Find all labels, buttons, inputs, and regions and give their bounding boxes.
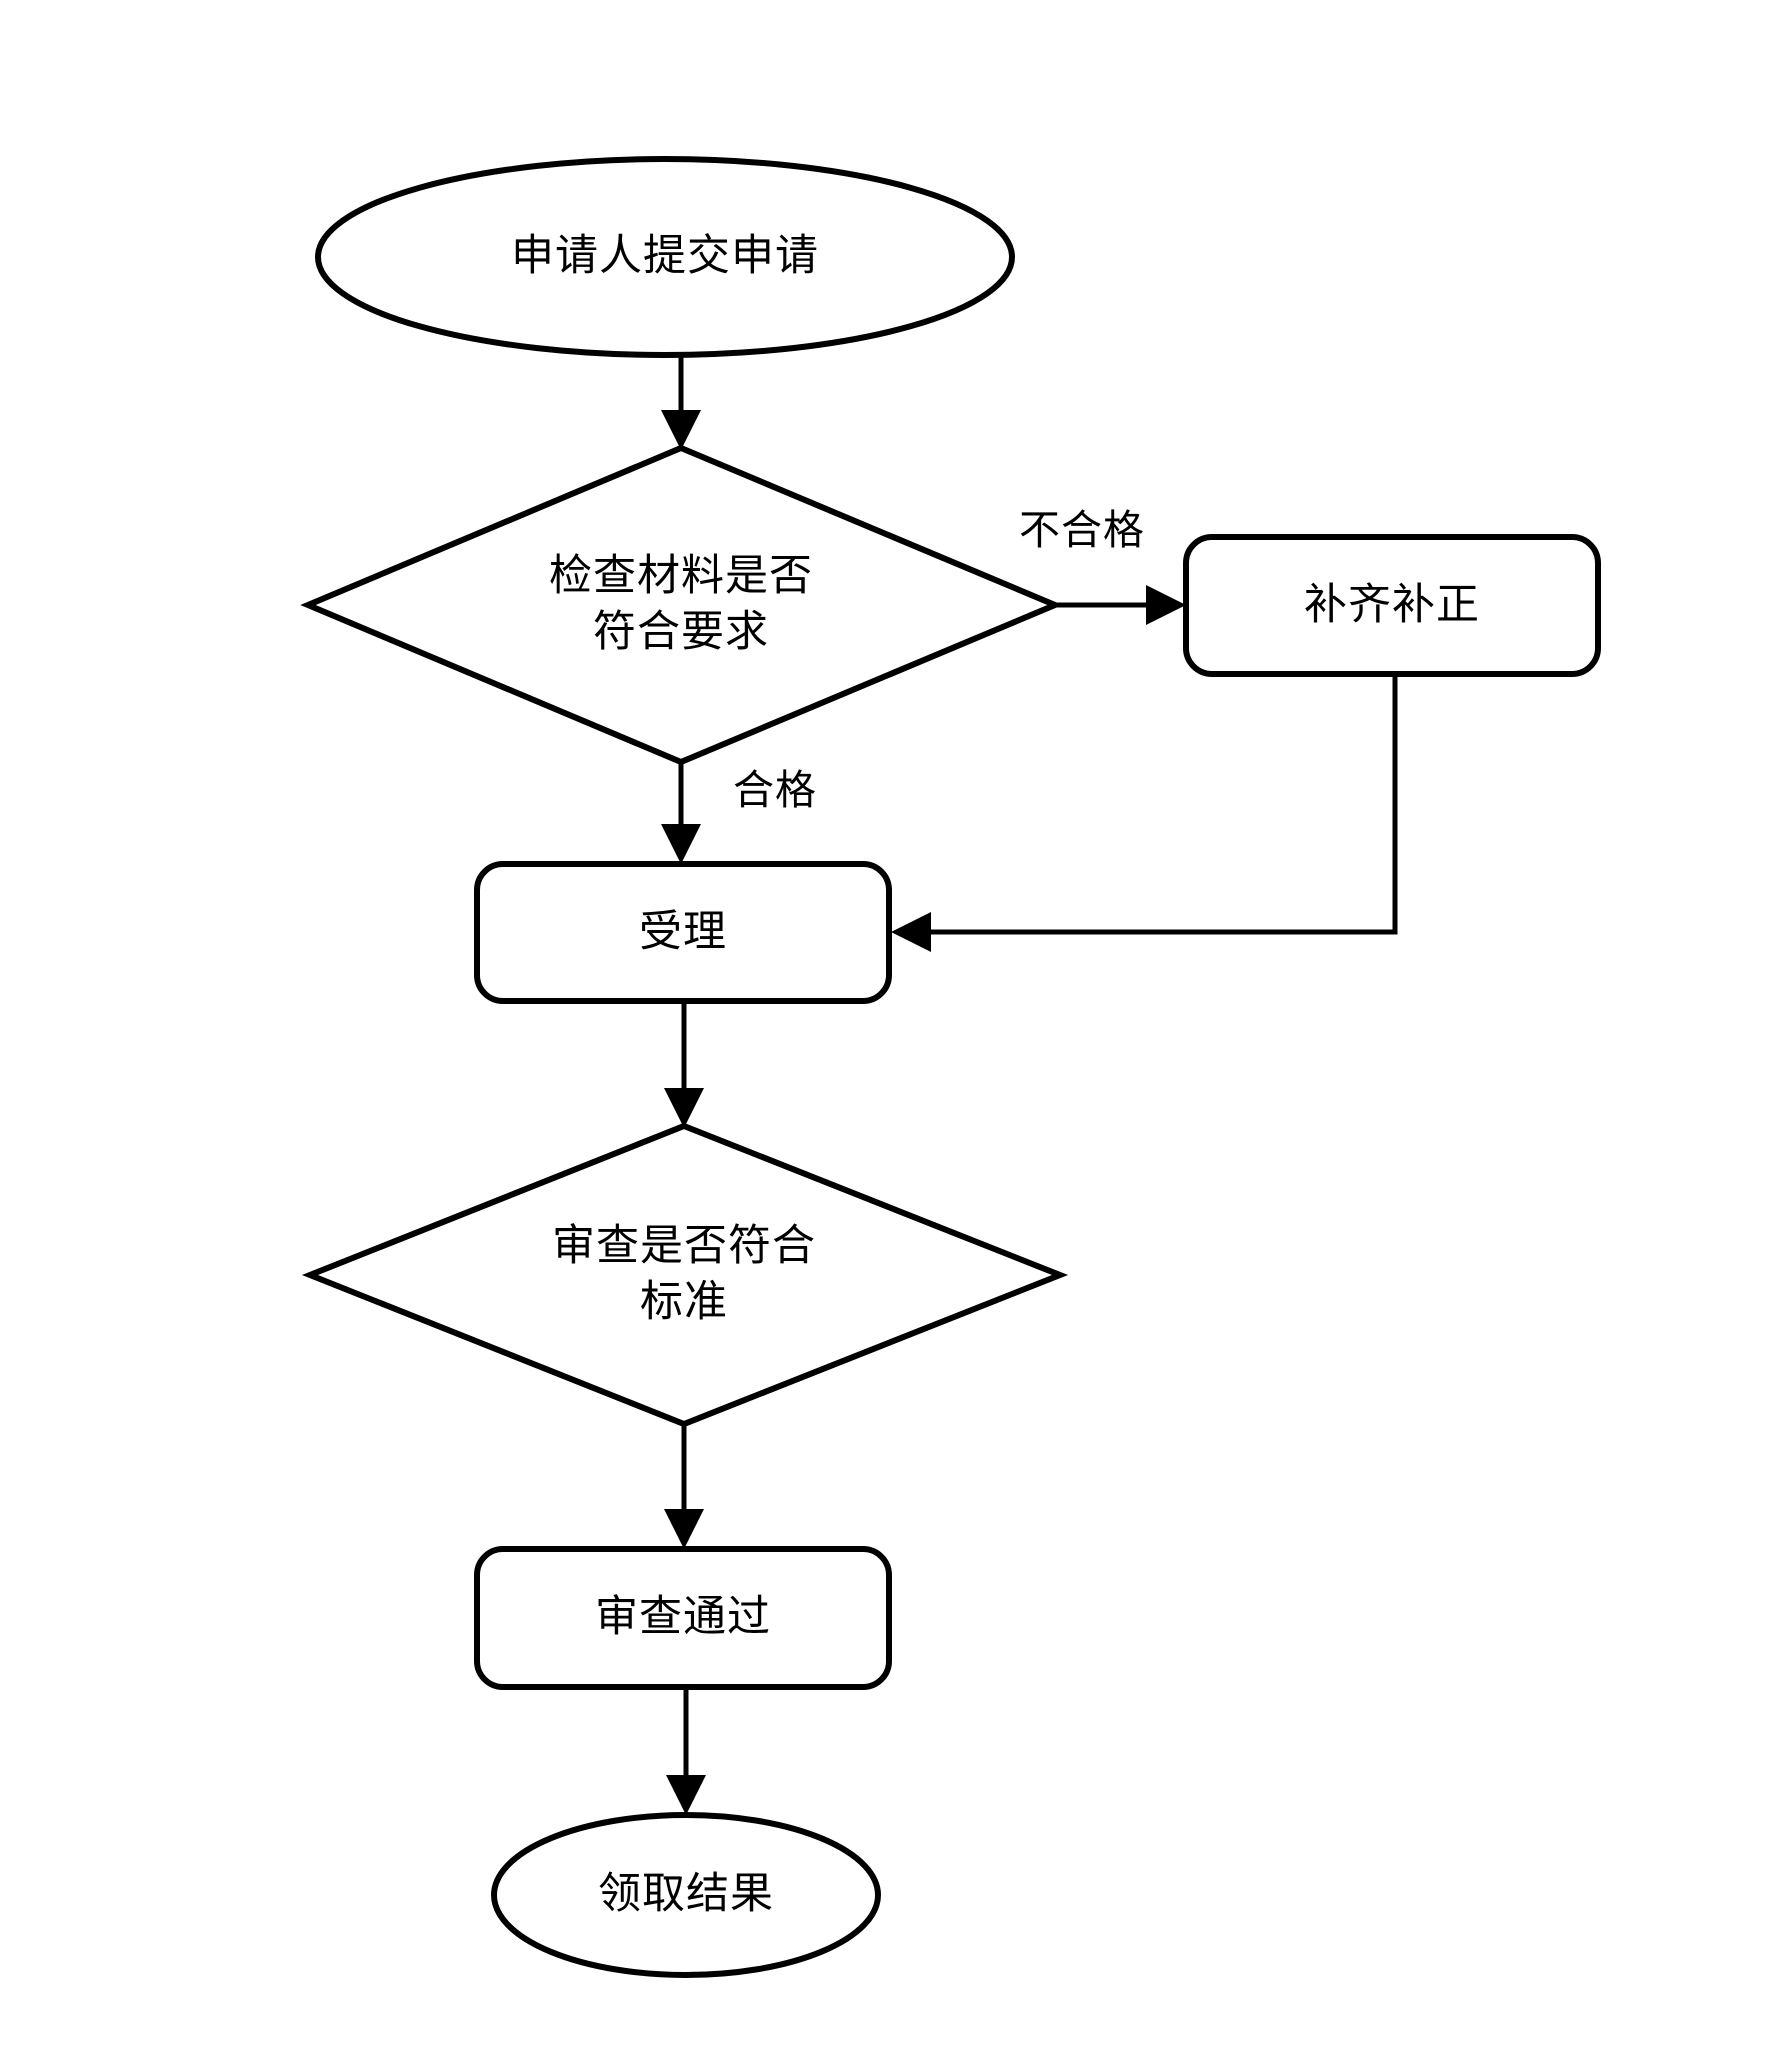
arrow-head-check-materials-to-accept	[661, 824, 701, 864]
edge-label-pass: 合格	[733, 767, 817, 813]
arrow-head-review-standard-to-review-passed	[664, 1509, 704, 1549]
arrow-head-check-materials-to-supplement	[1146, 585, 1186, 625]
node-shape-accept[interactable]	[474, 861, 892, 1004]
arrow-head-supplement-to-accept	[891, 912, 931, 952]
edge-supplement-to-accept	[917, 674, 1398, 935]
arrow-head-review-passed-to-collect-result	[666, 1775, 706, 1815]
node-shape-supplement[interactable]	[1183, 534, 1601, 677]
node-shape-check-materials[interactable]	[300, 444, 1063, 766]
node-shape-collect-result[interactable]	[491, 1812, 881, 1978]
arrow-head-accept-to-review-standard	[664, 1088, 704, 1128]
node-shape-review-standard[interactable]	[301, 1122, 1069, 1428]
node-shape-review-passed[interactable]	[474, 1546, 892, 1690]
arrow-head-start-to-check-materials	[661, 410, 701, 450]
edge-label-fail: 不合格	[1019, 507, 1145, 553]
node-shape-start[interactable]	[315, 156, 1015, 358]
